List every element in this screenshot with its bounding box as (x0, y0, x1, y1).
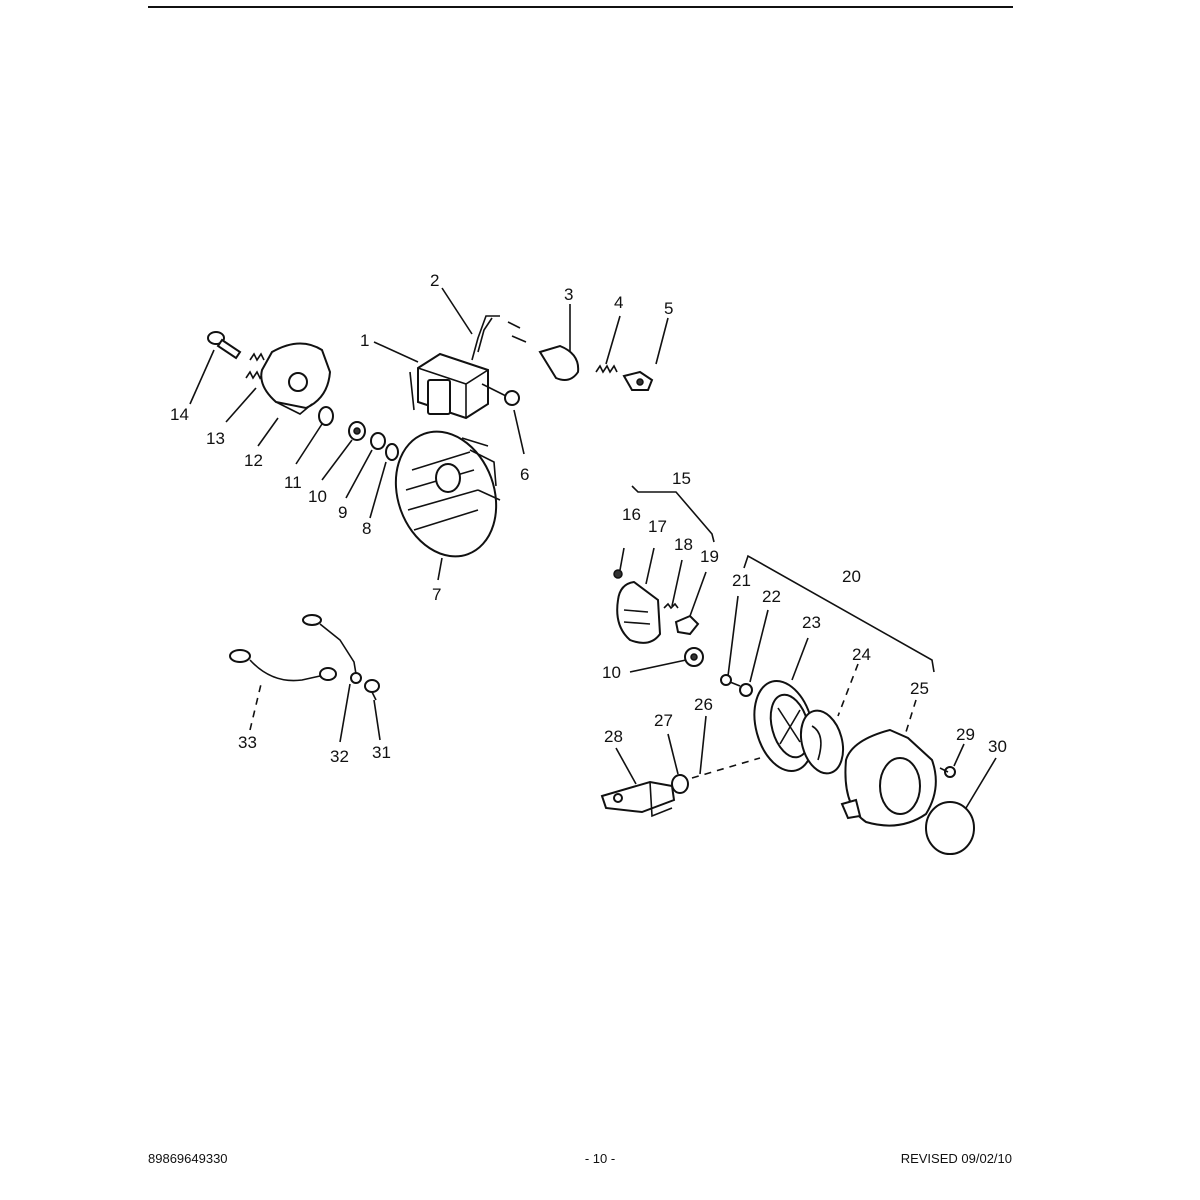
part-16-screw (613, 569, 623, 579)
part-labels: 1 2 3 4 5 6 7 8 9 10 11 12 13 14 15 16 1… (170, 271, 1007, 766)
label-29: 29 (956, 725, 975, 744)
label-26: 26 (694, 695, 713, 714)
part-26-rope (691, 757, 761, 779)
label-20: 20 (842, 567, 861, 586)
label-3: 3 (564, 285, 573, 304)
part-4-spring (595, 364, 618, 374)
leader-lines (189, 287, 997, 809)
part-33-ground-wire (229, 649, 337, 682)
label-1: 1 (360, 331, 369, 350)
label-21: 21 (732, 571, 751, 590)
label-33: 33 (238, 733, 257, 752)
part-23-pulley (753, 679, 815, 773)
part-30-gasket (925, 801, 975, 855)
label-27: 27 (654, 711, 673, 730)
label-7: 7 (432, 585, 441, 604)
part-14-bolt (207, 331, 242, 360)
part-5-terminal (622, 370, 654, 391)
label-8: 8 (362, 519, 371, 538)
part-6-bolt (481, 383, 520, 406)
footer-part-number: 89869649330 (148, 1151, 228, 1166)
label-2: 2 (430, 271, 439, 290)
label-30: 30 (988, 737, 1007, 756)
footer-page-number: - 10 - (584, 1151, 616, 1166)
label-12: 12 (244, 451, 263, 470)
bracket-15 (631, 485, 715, 543)
part-12-clutch-shoe (260, 342, 332, 415)
part-24-spring (799, 709, 845, 775)
part-3-plug-boot (538, 344, 580, 381)
part-32-stop-wire (302, 614, 362, 684)
label-15: 15 (672, 469, 691, 488)
part-10-nut (348, 421, 366, 441)
label-23: 23 (802, 613, 821, 632)
part-25-starter-housing (840, 728, 937, 827)
part-7-flywheel (394, 430, 501, 558)
part-31-screw (364, 679, 380, 701)
part-1-ignition-coil (409, 352, 489, 420)
label-10-upper: 10 (308, 487, 327, 506)
part-29-screw (939, 766, 956, 778)
label-10-lower: 10 (602, 663, 621, 682)
footer-revised-date: REVISED 09/02/10 (900, 1151, 1012, 1166)
label-14: 14 (170, 405, 189, 424)
part-22-washer (739, 683, 753, 697)
label-25: 25 (910, 679, 929, 698)
part-9-lock-washer (370, 432, 386, 450)
label-6: 6 (520, 465, 529, 484)
part-27-bushing (671, 774, 689, 794)
label-24: 24 (852, 645, 871, 664)
label-13: 13 (206, 429, 225, 448)
label-9: 9 (338, 503, 347, 522)
part-8-washer (385, 443, 399, 461)
part-2-ht-lead (471, 315, 527, 361)
bracket-20 (743, 554, 935, 673)
label-16: 16 (622, 505, 641, 524)
label-17: 17 (648, 517, 667, 536)
label-18: 18 (674, 535, 693, 554)
part-17-shoe (616, 580, 662, 644)
part-28-handle (600, 780, 676, 818)
label-4: 4 (614, 293, 623, 312)
label-11: 11 (284, 473, 302, 492)
part-10-nut-lower (684, 647, 704, 667)
part-11-washer (318, 406, 334, 426)
part-21-screw (720, 674, 741, 687)
label-22: 22 (762, 587, 781, 606)
label-19: 19 (700, 547, 719, 566)
label-5: 5 (664, 299, 673, 318)
label-31: 31 (372, 743, 391, 762)
part-18-spring (663, 602, 679, 610)
part-19-weight (674, 614, 700, 636)
header-rule (148, 6, 1013, 8)
label-28: 28 (604, 727, 623, 746)
label-32: 32 (330, 747, 349, 766)
